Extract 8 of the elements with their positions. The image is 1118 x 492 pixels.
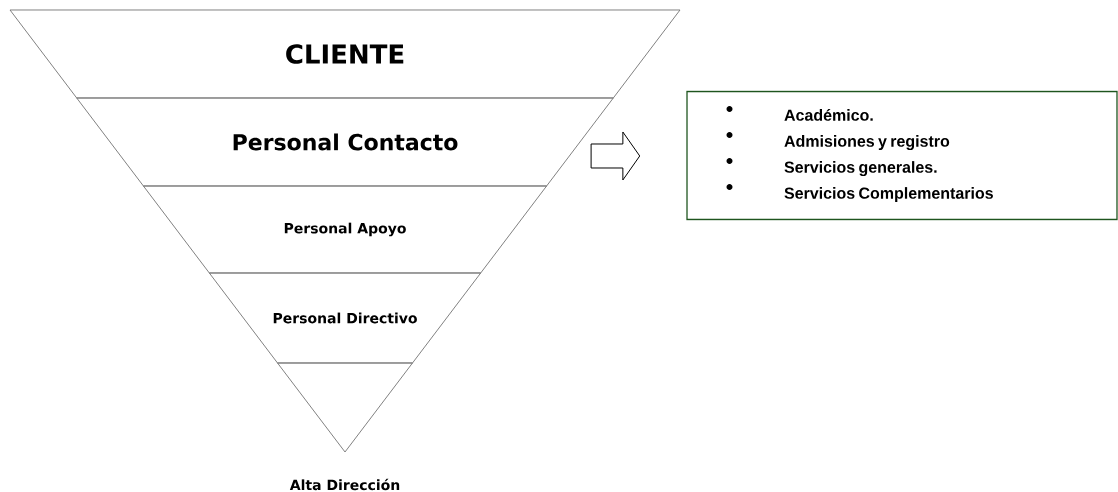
pyramid-tip: [277, 362, 413, 453]
caption-text: Alta Dirección: [289, 478, 400, 491]
pyramid-band: Personal Contacto: [76, 97, 614, 187]
pyramid-band: Personal Apoyo: [142, 185, 548, 274]
block-arrow: [590, 131, 641, 181]
pyramid-band: Personal Directivo: [208, 272, 482, 364]
list-box: Académico. Admisiones y registro Servicios generales. Servicios Complementarios: [686, 90, 1118, 221]
pyramid-band: CLIENTE: [9, 9, 681, 99]
